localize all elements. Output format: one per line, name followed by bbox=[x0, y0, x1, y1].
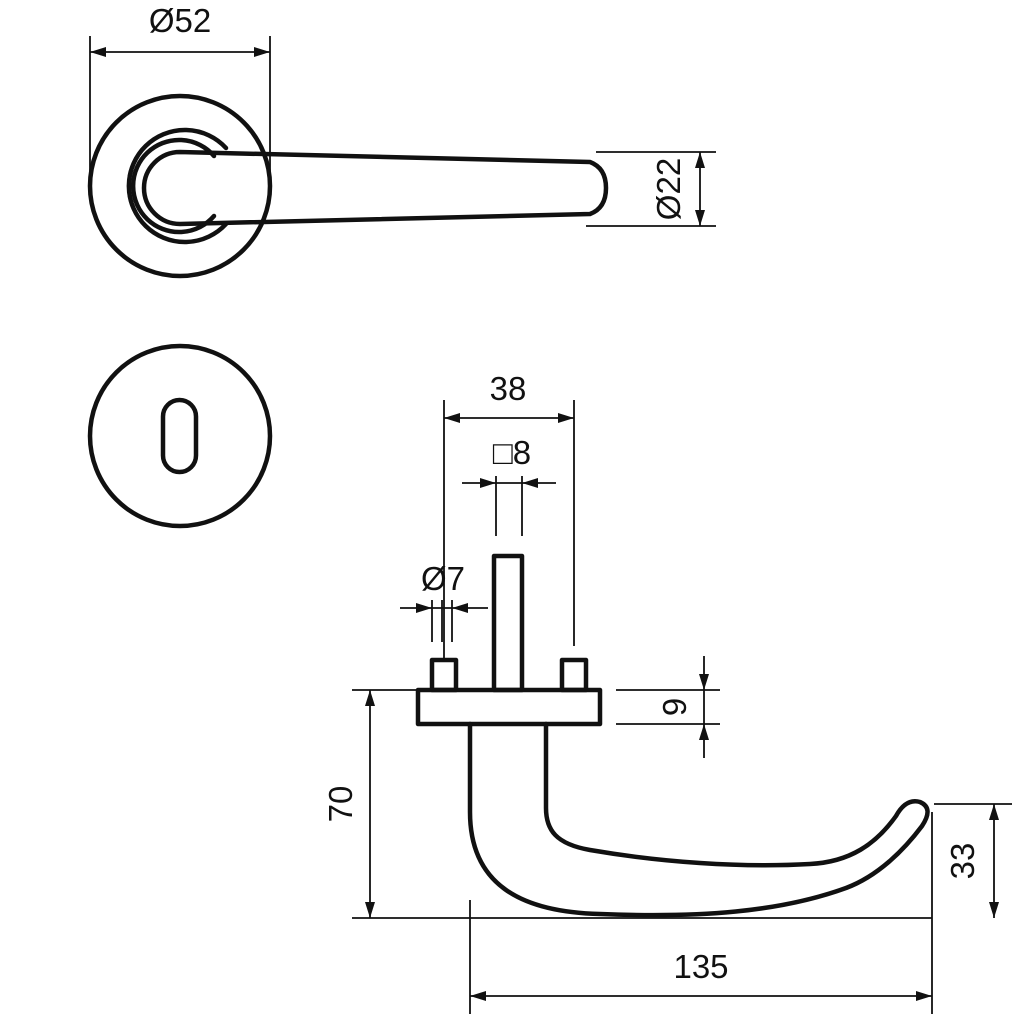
dim-38-arrow-left bbox=[444, 413, 460, 423]
dim-screw-diameter: Ø7 bbox=[421, 560, 465, 597]
side-view: 38 □8 Ø7 9 70 33 bbox=[322, 370, 1012, 1014]
lever-top bbox=[141, 149, 609, 227]
dim-7-arrow-right bbox=[452, 603, 468, 613]
dim-70-arrow-bottom bbox=[365, 902, 375, 918]
dim-33-arrow-bottom bbox=[989, 902, 999, 918]
dim-lever-height: 70 bbox=[322, 786, 359, 823]
rose-outer bbox=[87, 93, 273, 279]
escutcheon-plate bbox=[87, 343, 273, 529]
dim-8-arrow-left bbox=[480, 478, 496, 488]
dim-lever-drop: 33 bbox=[944, 843, 981, 880]
escutcheon-view bbox=[87, 343, 273, 529]
lever-side bbox=[467, 721, 930, 918]
keyhole-slot bbox=[160, 397, 199, 475]
dim-9-arrow-bottom bbox=[699, 724, 709, 740]
dim-spindle-offset: 38 bbox=[490, 370, 527, 407]
screw-post-left bbox=[429, 657, 459, 693]
top-view: Ø52 Ø22 bbox=[87, 2, 716, 279]
dim-52-arrow-left bbox=[90, 47, 106, 57]
dim-135-arrow-left bbox=[470, 991, 486, 1001]
dim-9-arrow-top bbox=[699, 674, 709, 690]
screw-post-right bbox=[559, 657, 589, 693]
dim-spindle-square: □8 bbox=[493, 434, 531, 471]
dim-22-arrow-top bbox=[695, 152, 705, 168]
rose-plate-side bbox=[415, 687, 603, 727]
dim-lever-diameter: Ø22 bbox=[650, 158, 687, 220]
dim-33-arrow-top bbox=[989, 804, 999, 820]
dim-22-arrow-bottom bbox=[695, 210, 705, 226]
dim-70-arrow-top bbox=[365, 690, 375, 706]
dim-rose-thickness: 9 bbox=[656, 698, 693, 716]
dim-7-arrow-left bbox=[416, 603, 432, 613]
dim-52-arrow-right bbox=[254, 47, 270, 57]
dim-lever-length: 135 bbox=[673, 948, 728, 985]
rose-collar-outer bbox=[126, 127, 229, 245]
dim-135-arrow-right bbox=[916, 991, 932, 1001]
dim-rose-diameter: Ø52 bbox=[149, 2, 211, 39]
dim-38-arrow-right bbox=[558, 413, 574, 423]
dim-8-arrow-right bbox=[522, 478, 538, 488]
rose-collar-inner bbox=[130, 137, 217, 235]
spindle bbox=[491, 553, 525, 693]
